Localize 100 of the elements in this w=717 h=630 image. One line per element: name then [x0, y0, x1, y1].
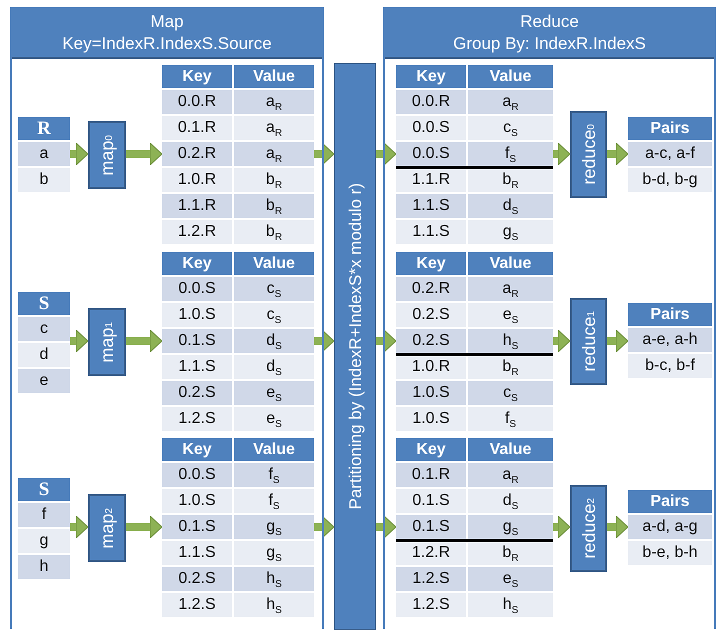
key-entry: 0.2.R — [162, 142, 232, 166]
key-entry: 1.0.R — [396, 355, 466, 379]
key-entry: 0.1.R — [162, 116, 232, 140]
process-box — [88, 121, 126, 189]
key-value-table — [396, 65, 553, 244]
column-header: Pairs — [628, 490, 712, 513]
record-table — [628, 490, 712, 565]
key-value-table — [396, 438, 553, 617]
key-entry: 0.0.S — [396, 142, 466, 166]
key-entry: 0.2.S — [396, 303, 466, 327]
key-entry: 0.2.S — [162, 567, 232, 591]
key-entry: 1.0.S — [396, 381, 466, 405]
key-entry: 1.2.S — [396, 567, 466, 591]
column-header: Value — [234, 252, 314, 275]
process-box — [570, 485, 607, 572]
arrow — [607, 142, 628, 166]
value-entry: a$_{R}$ — [468, 463, 553, 487]
record-table — [18, 292, 70, 393]
key-entry: 1.1.S — [396, 194, 466, 218]
column-header: Value — [234, 438, 314, 461]
key-entry: 1.2.S — [162, 593, 232, 617]
key-entry: 1.1.R — [396, 168, 466, 192]
arrow — [314, 142, 334, 166]
record-entry: a — [18, 142, 70, 166]
record-entry: a-d, a-g — [628, 515, 712, 539]
arrow — [70, 142, 88, 166]
key-entry: 0.0.S — [396, 116, 466, 140]
column-header: Key — [162, 252, 232, 275]
column-header: Value — [468, 252, 553, 275]
column-header: Value — [468, 438, 553, 461]
arrow — [607, 516, 628, 538]
key-entry: 0.1.S — [396, 515, 466, 539]
column-header: Key — [396, 252, 466, 275]
record-table — [18, 117, 70, 192]
value-entry: h$_{S}$ — [234, 567, 314, 591]
key-value-table — [162, 252, 314, 431]
stage-panel — [10, 7, 324, 629]
column-header: Value — [468, 65, 553, 88]
value-entry: f$_{S}$ — [468, 142, 553, 166]
key-entry: 1.1.S — [162, 355, 232, 379]
value-entry: c$_{S}$ — [468, 381, 553, 405]
value-entry: a$_{R}$ — [234, 116, 314, 140]
value-entry: c$_{S}$ — [234, 277, 314, 301]
value-entry: f$_{S}$ — [234, 489, 314, 513]
arrow — [126, 516, 162, 538]
value-entry: h$_{S}$ — [468, 329, 553, 353]
value-entry: g$_{S}$ — [234, 515, 314, 539]
partition-label: Partitioning by (IndexR+IndexS*x modulo r) — [346, 183, 364, 510]
value-entry: f$_{S}$ — [468, 407, 553, 431]
key-entry: 1.0.S — [162, 489, 232, 513]
key-entry: 1.1.S — [162, 541, 232, 565]
value-entry: a$_{R}$ — [468, 90, 553, 114]
value-entry: d$_{S}$ — [468, 489, 553, 513]
arrow — [126, 142, 162, 166]
column-header: S — [18, 478, 70, 501]
value-entry: d$_{S}$ — [234, 355, 314, 379]
key-entry: 0.1.S — [162, 515, 232, 539]
arrow — [126, 330, 162, 352]
key-value-table — [162, 438, 314, 617]
column-header: Key — [396, 65, 466, 88]
process-box — [570, 298, 607, 385]
column-header: Pairs — [628, 303, 712, 326]
record-entry: b-c, b-f — [628, 354, 712, 378]
record-table — [18, 478, 70, 579]
record-table — [628, 117, 712, 192]
key-entry: 1.0.S — [396, 407, 466, 431]
key-entry: 0.2.S — [162, 381, 232, 405]
arrow — [607, 330, 628, 352]
key-entry: 0.1.R — [396, 463, 466, 487]
key-entry: 0.2.R — [396, 277, 466, 301]
key-value-table — [396, 252, 553, 431]
panel-subtitle: Key=IndexR.IndexS.Source — [62, 33, 272, 55]
value-entry: h$_{S}$ — [468, 593, 553, 617]
column-header: Key — [396, 438, 466, 461]
record-entry: f — [18, 503, 70, 527]
arrow — [553, 330, 570, 352]
column-header: R — [18, 117, 70, 140]
record-entry: a-e, a-h — [628, 328, 712, 352]
record-entry: e — [18, 369, 70, 393]
value-entry: d$_{S}$ — [234, 329, 314, 353]
column-header: Value — [234, 65, 314, 88]
value-entry: b$_{R}$ — [468, 541, 553, 565]
record-entry: b-e, b-h — [628, 541, 712, 565]
column-header: Key — [162, 65, 232, 88]
key-entry: 0.0.S — [162, 463, 232, 487]
key-entry: 0.0.R — [162, 90, 232, 114]
process-box — [88, 494, 126, 562]
record-entry: c — [18, 317, 70, 341]
value-entry: h$_{S}$ — [234, 593, 314, 617]
process-box — [88, 308, 126, 376]
value-entry: e$_{S}$ — [468, 303, 553, 327]
panel-title: Reduce — [520, 11, 579, 33]
value-entry: e$_{S}$ — [468, 567, 553, 591]
value-entry: d$_{S}$ — [468, 194, 553, 218]
value-entry: f$_{S}$ — [234, 463, 314, 487]
arrow — [70, 516, 88, 538]
record-table — [628, 303, 712, 378]
key-entry: 0.0.S — [162, 277, 232, 301]
key-entry: 1.0.R — [162, 168, 232, 192]
value-entry: b$_{R}$ — [468, 168, 553, 192]
